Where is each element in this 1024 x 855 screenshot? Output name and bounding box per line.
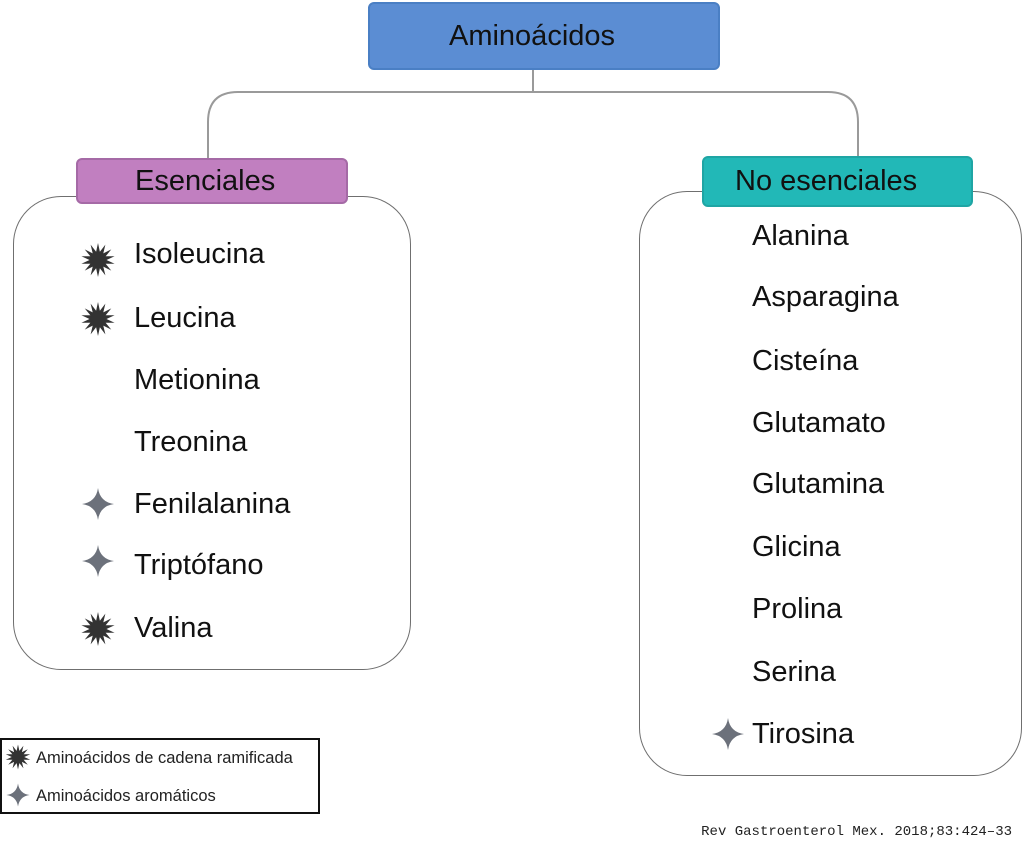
nonessential-panel xyxy=(639,191,1022,776)
list-item: Serina xyxy=(752,656,836,688)
starburst-icon xyxy=(81,302,115,336)
nonessential-header: No esenciales xyxy=(702,156,973,207)
four-point-star-icon xyxy=(712,718,744,750)
list-item: Glutamato xyxy=(752,407,886,439)
connector-right xyxy=(533,91,859,156)
four-point-star-icon xyxy=(6,783,30,807)
starburst-icon xyxy=(5,744,31,770)
list-item: Glicina xyxy=(752,531,841,563)
list-item: Glutamina xyxy=(752,468,885,500)
list-item: Isoleucina xyxy=(134,238,265,270)
connector-left xyxy=(207,70,534,158)
legend-branched-label: Aminoácidos de cadena ramificada xyxy=(36,749,293,767)
citation: Rev Gastroenterol Mex. 2018;83:424–33 xyxy=(701,824,1012,840)
essential-header: Esenciales xyxy=(76,158,348,204)
list-item: Valina xyxy=(134,612,213,644)
root-node: Aminoácidos xyxy=(368,2,720,70)
list-item: Asparagina xyxy=(752,281,899,313)
list-item: Fenilalanina xyxy=(134,488,291,520)
essential-header-label: Esenciales xyxy=(135,164,276,197)
list-item: Leucina xyxy=(134,302,236,334)
list-item: Triptófano xyxy=(134,549,264,581)
root-label: Aminoácidos xyxy=(448,19,616,52)
list-item: Metionina xyxy=(134,364,260,396)
nonessential-header-label: No esenciales xyxy=(735,165,918,197)
legend: Aminoácidos de cadena ramificada Aminoác… xyxy=(0,738,320,814)
starburst-icon xyxy=(81,243,115,277)
list-item: Tirosina xyxy=(752,718,855,750)
list-item: Cisteína xyxy=(752,345,859,377)
list-item: Treonina xyxy=(134,426,248,458)
starburst-icon xyxy=(81,612,115,646)
list-item: Prolina xyxy=(752,593,843,625)
four-point-star-icon xyxy=(82,545,114,577)
four-point-star-icon xyxy=(82,488,114,520)
list-item: Alanina xyxy=(752,220,849,252)
legend-aromatic-label: Aminoácidos aromáticos xyxy=(36,787,216,805)
